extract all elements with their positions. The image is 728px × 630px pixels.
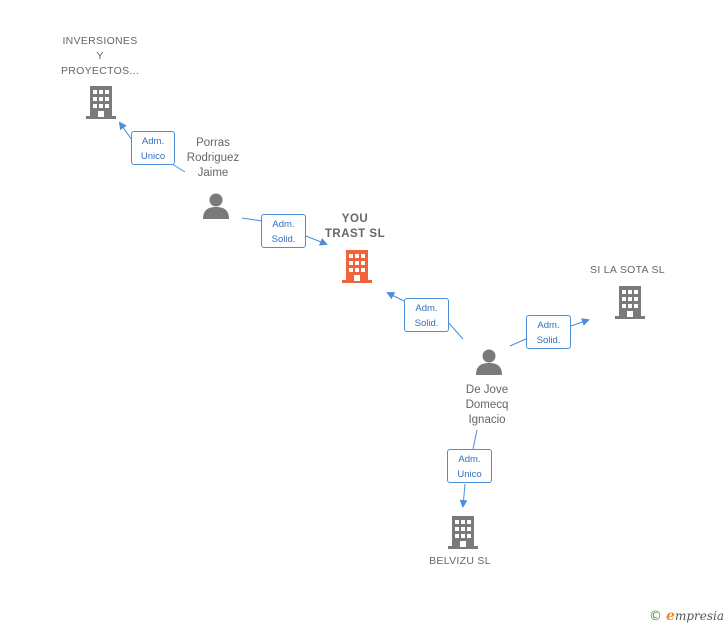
building-icon[interactable] (86, 84, 116, 120)
empresia-brand[interactable]: ©empresia (649, 608, 724, 624)
edge-porras-youtrast (241, 217, 328, 246)
node-label-si-la-sota[interactable]: SI LA SOTA SL (590, 264, 665, 276)
relation-label-porras-youtrast: Adm. Solid. (261, 214, 306, 248)
brand-initial: e (666, 608, 675, 624)
person-icon[interactable] (475, 348, 503, 376)
relation-label-dejove-youtrast: Adm. Solid. (404, 298, 449, 332)
relation-label-dejove-belvizu: Adm. Unico (447, 449, 492, 483)
node-label-de-jove[interactable]: De Jove Domecq Ignacio (465, 384, 509, 426)
node-label-you-trast[interactable]: YOU TRAST SL (324, 213, 386, 240)
person-icon[interactable] (202, 192, 230, 220)
relation-label-dejove-silasota: Adm. Solid. (526, 315, 571, 349)
copyright-icon: © (649, 609, 663, 624)
node-label-porras[interactable]: Porras Rodriguez Jaime (186, 137, 240, 179)
brand-name: mpresia (674, 609, 724, 623)
edge-dejove-silasota (509, 318, 590, 347)
node-label-inversiones[interactable]: INVERSIONES Y PROYECTOS... (60, 35, 140, 77)
building-icon[interactable] (615, 284, 645, 320)
edge-dejove-belvizu (459, 429, 478, 508)
node-label-belvizu[interactable]: BELVIZU SL (429, 555, 491, 567)
building-icon[interactable] (448, 514, 478, 550)
building-icon[interactable] (342, 248, 372, 284)
relation-label-porras-inversiones: Adm. Unico (131, 131, 175, 165)
